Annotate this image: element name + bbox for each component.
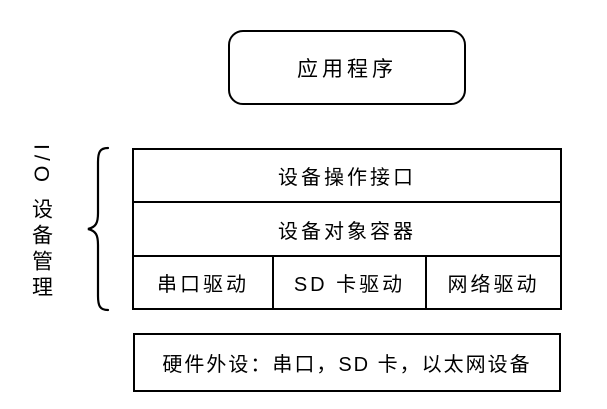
layer-label: 设备对象容器 (278, 220, 416, 243)
network-driver-cell: 网络驱动 (425, 257, 560, 308)
sd-card-driver-cell: SD 卡驱动 (272, 257, 425, 308)
driver-row: 串口驱动 SD 卡驱动 网络驱动 (134, 257, 560, 308)
hardware-peripherals-box: 硬件外设：串口，SD 卡，以太网设备 (133, 333, 561, 392)
left-curly-brace-icon (87, 146, 110, 312)
driver-label: 串口驱动 (157, 274, 249, 296)
hardware-peripherals-label: 硬件外设：串口，SD 卡，以太网设备 (162, 354, 532, 376)
layer-label: 设备操作接口 (278, 167, 416, 189)
io-layer-stack: 设备操作接口 设备对象容器 串口驱动 SD 卡驱动 网络驱动 (132, 148, 562, 310)
serial-driver-cell: 串口驱动 (134, 257, 272, 308)
driver-label: 网络驱动 (447, 274, 540, 296)
device-object-container-layer: 设备对象容器 (134, 203, 560, 257)
io-device-management-label: I/O 设备管理 (29, 144, 53, 302)
device-operation-interface-layer: 设备操作接口 (134, 150, 560, 203)
application-label: 应用程序 (297, 57, 397, 81)
application-box: 应用程序 (228, 30, 466, 105)
driver-label: SD 卡驱动 (293, 274, 406, 296)
